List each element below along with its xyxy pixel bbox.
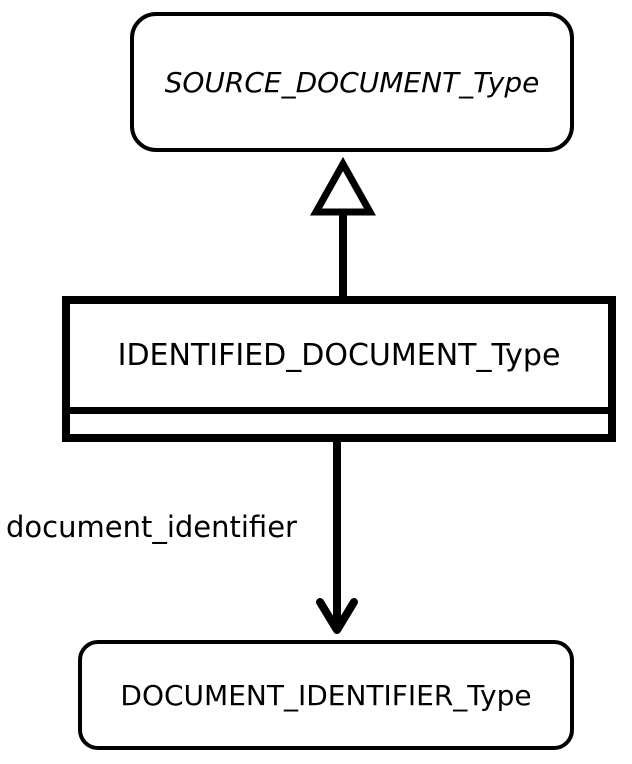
- document-identifier-type-label: DOCUMENT_IDENTIFIER_Type: [120, 678, 532, 712]
- identified-document-type-label: IDENTIFIED_DOCUMENT_Type: [117, 338, 561, 373]
- identified-document-type-node[interactable]: IDENTIFIED_DOCUMENT_Type: [62, 296, 616, 442]
- entity-title-compartment: IDENTIFIED_DOCUMENT_Type: [70, 304, 608, 414]
- entity-attribute-compartment: [70, 414, 608, 434]
- source-document-type-node[interactable]: SOURCE_DOCUMENT_Type: [130, 12, 574, 152]
- inheritance-arrowhead: [310, 156, 376, 216]
- attribute-arrowhead: [316, 598, 358, 634]
- relationship-label: document_identifier: [6, 510, 297, 544]
- document-identifier-type-node[interactable]: DOCUMENT_IDENTIFIER_Type: [78, 640, 574, 750]
- source-document-type-label: SOURCE_DOCUMENT_Type: [164, 65, 540, 99]
